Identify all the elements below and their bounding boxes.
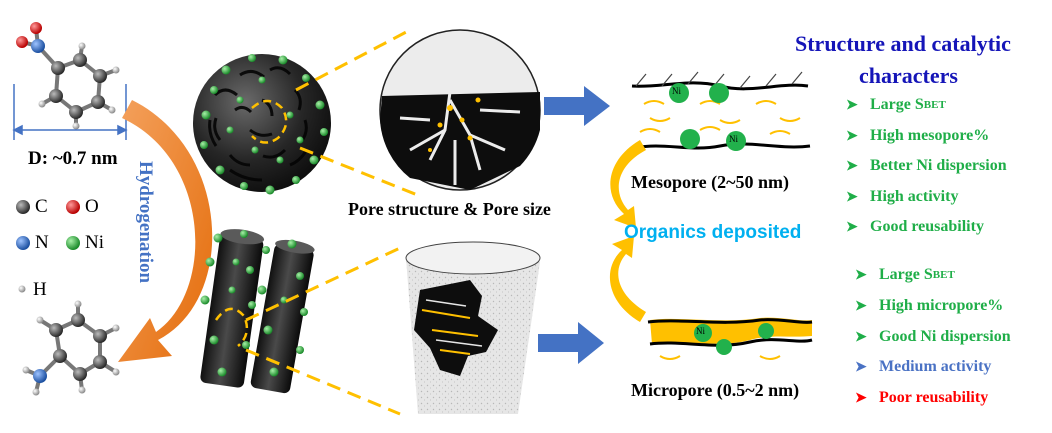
feature-arrow-icon: ➤ — [855, 390, 867, 406]
legend-oxygen-label: O — [85, 196, 99, 217]
organics-arrows — [609, 140, 646, 322]
carbon-atom-icon — [16, 200, 30, 214]
legend-carbon-label: C — [35, 196, 48, 217]
feature-text: High mesopore% — [870, 127, 990, 144]
feature-arrow-icon: ➤ — [846, 97, 858, 113]
feature-text: High micropore% — [879, 297, 1004, 314]
mesopore-schematic — [631, 71, 811, 151]
feature-text: Poor reusability — [879, 389, 989, 406]
process-arrow-bottom — [538, 322, 604, 364]
feature-text: Better Ni dispersion — [870, 157, 1007, 174]
feature-text: Large S — [870, 96, 924, 113]
feature-arrow-icon: ➤ — [846, 128, 858, 144]
legend-nickel-label: Ni — [85, 232, 104, 253]
characters-title-line1: Structure and catalytic — [795, 31, 1011, 56]
nitrobenzene-molecule — [16, 22, 120, 130]
hydrogen-atom-icon — [18, 285, 26, 293]
meso-feature-reusability: ➤ Good reusability — [846, 218, 984, 236]
feature-text: Medium activity — [879, 358, 992, 375]
characters-title-line2: characters — [859, 63, 958, 88]
feature-subscript: BET — [923, 99, 946, 111]
feature-arrow-icon: ➤ — [855, 329, 867, 345]
meso-feature-ni-dispersion: ➤ Better Ni dispersion — [846, 157, 1007, 175]
meso-feature-high-mesopore: ➤ High mesopore% — [846, 127, 989, 145]
ni-particle-label: Ni — [729, 134, 738, 144]
ni-particle-label: Ni — [672, 86, 681, 96]
pore-structure-label: Pore structure & Pore size — [348, 199, 551, 219]
feature-subscript: BET — [932, 269, 955, 281]
feature-arrow-icon: ➤ — [846, 219, 858, 235]
porous-sphere-catalyst — [193, 54, 331, 195]
ni-particle-label: Ni — [696, 326, 705, 336]
feature-arrow-icon: ➤ — [855, 267, 867, 283]
process-arrow-top — [544, 86, 610, 126]
micropore-schematic — [647, 317, 813, 360]
legend-nitrogen-label: N — [35, 232, 49, 253]
micro-feature-ni-dispersion: ➤ Good Ni dispersion — [855, 328, 1011, 346]
nitrogen-atom-icon — [16, 236, 30, 250]
feature-text: Good reusability — [870, 218, 984, 235]
feature-text: High activity — [870, 188, 959, 205]
hydrogenation-arrow — [118, 100, 213, 362]
micro-feature-activity: ➤ Medium activity — [855, 358, 991, 376]
oxygen-atom-icon — [66, 200, 80, 214]
micro-feature-reusability: ➤ Poor reusability — [855, 389, 988, 407]
legend-hydrogen-label: H — [33, 279, 47, 300]
feature-arrow-icon: ➤ — [855, 359, 867, 375]
organics-deposited-label: Organics deposited — [624, 222, 802, 243]
feature-arrow-icon: ➤ — [855, 298, 867, 314]
mesopore-cross-section — [379, 29, 541, 191]
feature-arrow-icon: ➤ — [846, 189, 858, 205]
feature-text: Good Ni dispersion — [879, 328, 1011, 345]
mesopore-label: Mesopore (2~50 nm) — [631, 172, 790, 192]
micropore-cross-section — [405, 241, 541, 414]
feature-text: Large S — [879, 266, 933, 283]
nickel-atom-icon — [66, 236, 80, 250]
rod-catalyst — [200, 229, 315, 394]
aniline-molecule — [22, 300, 120, 396]
micropore-label: Micropore (0.5~2 nm) — [631, 380, 800, 400]
feature-arrow-icon: ➤ — [846, 158, 858, 174]
meso-feature-activity: ➤ High activity — [846, 188, 958, 206]
molecule-dimension-label: D: ~0.7 nm — [28, 148, 118, 169]
atom-legend — [16, 200, 80, 293]
zoom-lines-bottom — [245, 246, 401, 416]
hydrogenation-label: Hydrogenation — [135, 160, 156, 284]
micro-feature-high-micropore: ➤ High micropore% — [855, 297, 1003, 315]
